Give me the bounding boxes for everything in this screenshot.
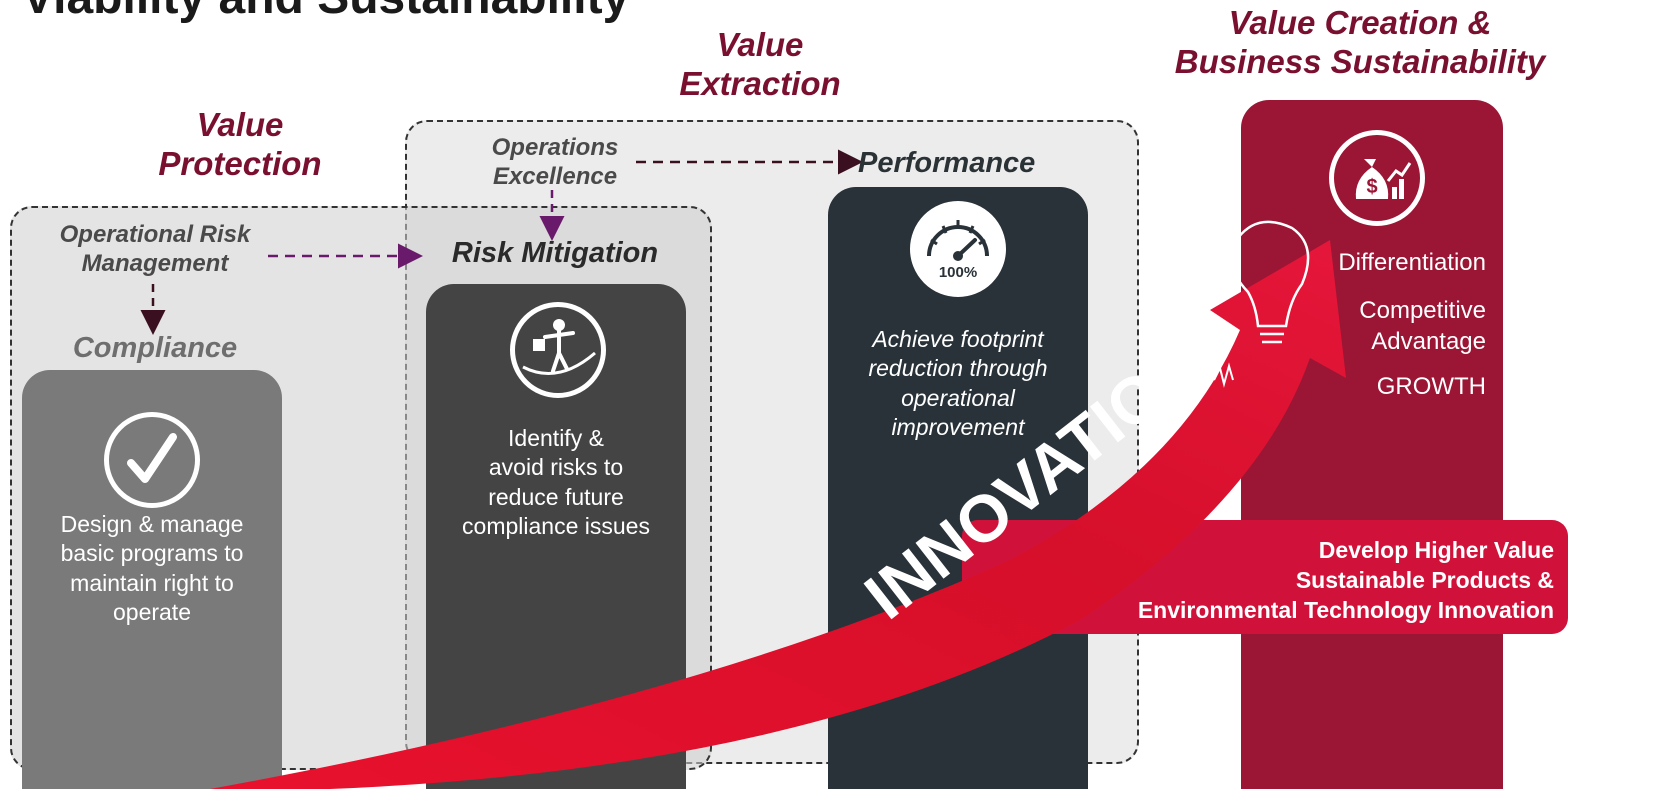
compliance-description: Design & manage basic programs to mainta… (60, 511, 244, 626)
money-bag-growth-icon: $ (1329, 130, 1425, 226)
svg-text:$: $ (1366, 176, 1377, 198)
value-creation-header: Value Creation & Business Sustainability (1174, 4, 1546, 80)
gauge-label: 100% (938, 264, 978, 281)
value-extraction-header: Value Extraction (679, 26, 841, 102)
value-creation-card: $ (1241, 100, 1503, 789)
operational-risk-management-label: Operational Risk Management (59, 221, 251, 277)
performance-description: Achieve footprint reduction through oper… (868, 326, 1048, 441)
innovation-banner-text: Develop Higher Value Sustainable Product… (1137, 537, 1554, 623)
page-title: Viability and Sustainability (22, 0, 629, 25)
growth-label: GROWTH (1376, 373, 1486, 400)
speedometer-icon: 100% (910, 201, 1006, 297)
competitive-advantage-label: Competitive Advantage (1359, 297, 1486, 355)
innovation-banner: Develop Higher Value Sustainable Product… (962, 520, 1568, 634)
value-protection-header: Value Protection (158, 106, 322, 182)
performance-card: 100% Achieve footprint reduction through… (828, 187, 1088, 789)
lightbulb-icon (1213, 220, 1310, 388)
performance-title: Performance (858, 147, 1036, 179)
risk-mitigation-title: Risk Mitigation (451, 237, 659, 269)
compliance-title: Compliance (72, 332, 238, 364)
tightrope-walker-icon (510, 302, 606, 398)
checkmark-icon (104, 412, 200, 508)
differentiation-label: Differentiation (1338, 249, 1486, 276)
operations-excellence-label: Operations Excellence (491, 134, 619, 190)
compliance-card: Design & manage basic programs to mainta… (22, 370, 282, 789)
risk-mitigation-description: Identify & avoid risks to reduce future … (462, 425, 650, 540)
